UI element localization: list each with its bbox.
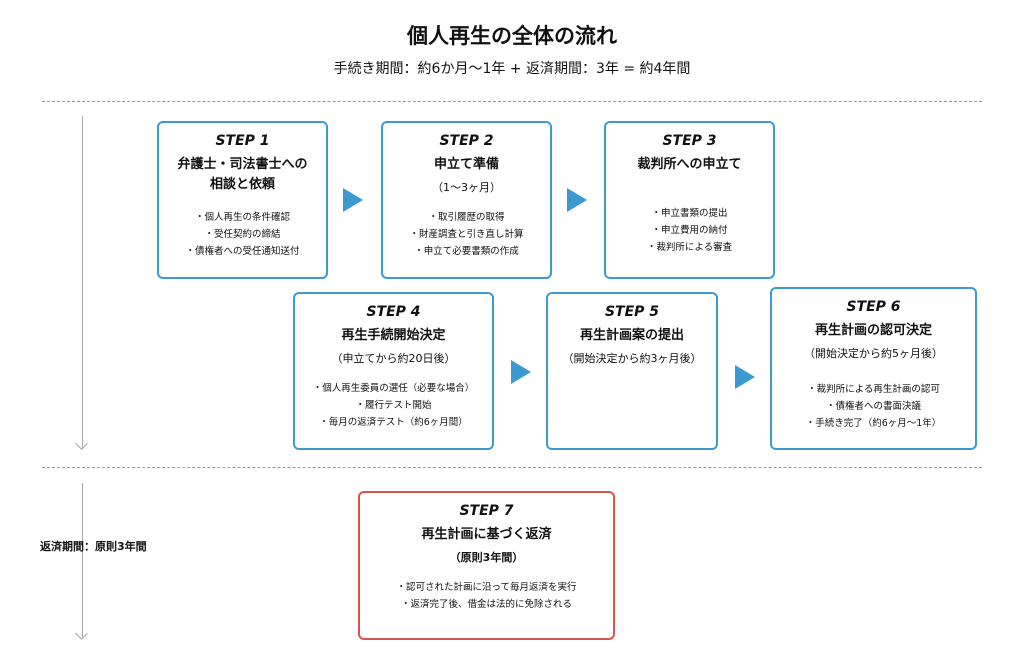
bullet-item: 個人再生の条件確認 (159, 209, 326, 226)
bullet-item: 裁判所による再生計画の認可 (772, 381, 975, 398)
step-title: 裁判所への申立て (637, 157, 742, 172)
flow-arrow-2-3 (567, 188, 587, 212)
step-title: 再生計画案の提出 (579, 328, 684, 343)
step-label: STEP 2 (439, 133, 494, 149)
bullet-item: 認可された計画に沿って毎月返済を実行 (360, 579, 613, 596)
bullet-item: 財産調査と引き直し計算 (383, 226, 550, 243)
bullet-item: 申立て必要書類の作成 (383, 243, 550, 260)
step-1-card: STEP 1 弁護士・司法書士への 相談と依頼 個人再生の条件確認 受任契約の締… (157, 121, 328, 279)
step-4-card: STEP 4 再生手続開始決定 （申立てから約20日後） 個人再生委員の選任（必… (293, 292, 494, 450)
step-5-card: STEP 5 再生計画案の提出 （開始決定から約3ヶ月後） (546, 292, 718, 450)
step-title: 申立て準備 (433, 157, 499, 172)
step-duration: （原則3年間） (449, 551, 524, 564)
timeline-line-lower (82, 483, 83, 638)
step-label: STEP 7 (459, 503, 514, 519)
step-duration: （開始決定から約3ヶ月後） (562, 352, 702, 365)
bullet-item: 履行テスト開始 (295, 397, 492, 414)
bullet-item: 取引履歴の取得 (383, 209, 550, 226)
step-3-card: STEP 3 裁判所への申立て 申立書類の提出 申立費用の納付 裁判所による審査 (604, 121, 775, 279)
step-bullets: 認可された計画に沿って毎月返済を実行 返済完了後、借金は法的に免除される (360, 579, 613, 613)
bullet-item: 申立書類の提出 (606, 205, 773, 222)
timeline-line-upper (82, 116, 83, 449)
bullet-item: 個人再生委員の選任（必要な場合） (295, 380, 492, 397)
timeline-arrow-lower (75, 627, 88, 640)
step-label: STEP 3 (662, 133, 717, 149)
bullet-item: 債権者への受任通知送付 (159, 243, 326, 260)
timeline-arrow-upper (75, 437, 88, 450)
step-bullets: 申立書類の提出 申立費用の納付 裁判所による審査 (606, 205, 773, 256)
step-6-card: STEP 6 再生計画の認可決定 （開始決定から約5ヶ月後） 裁判所による再生計… (770, 287, 977, 450)
bullet-item: 返済完了後、借金は法的に免除される (360, 596, 613, 613)
bullet-item: 手続き完了（約6ヶ月〜1年） (772, 415, 975, 432)
flow-arrow-4-5 (511, 360, 531, 384)
bullet-item: 裁判所による審査 (606, 239, 773, 256)
flow-arrow-1-2 (343, 188, 363, 212)
step-7-card: STEP 7 再生計画に基づく返済 （原則3年間） 認可された計画に沿って毎月返… (358, 491, 615, 640)
step-title: 再生計画に基づく返済 (421, 527, 552, 542)
step-duration: （開始決定から約5ヶ月後） (804, 347, 943, 360)
top-divider (42, 101, 982, 102)
step-duration: （1〜3ヶ月） (432, 181, 501, 194)
step-bullets: 個人再生の条件確認 受任契約の締結 債権者への受任通知送付 (159, 209, 326, 260)
step-title: 再生計画の認可決定 (814, 323, 932, 338)
step-title: 弁護士・司法書士への 相談と依頼 (177, 157, 308, 192)
middle-divider (42, 467, 982, 468)
step-title: 再生手続開始決定 (341, 328, 446, 343)
step-label: STEP 5 (604, 304, 660, 320)
step-duration: （申立てから約20日後） (331, 352, 456, 365)
step-bullets: 個人再生委員の選任（必要な場合） 履行テスト開始 毎月の返済テスト（約6ヶ月間） (295, 380, 492, 431)
step-label: STEP 1 (215, 133, 270, 149)
bullet-item: 毎月の返済テスト（約6ヶ月間） (295, 414, 492, 431)
step-2-card: STEP 2 申立て準備 （1〜3ヶ月） 取引履歴の取得 財産調査と引き直し計算… (381, 121, 552, 279)
page-subtitle: 手続き期間：約6か月〜1年 + 返済期間：3年 = 約4年間 (333, 61, 691, 77)
flow-arrow-5-6 (735, 365, 755, 389)
step-label: STEP 6 (846, 299, 901, 315)
page-title: 個人再生の全体の流れ (407, 24, 617, 48)
bullet-item: 債権者への書面決議 (772, 398, 975, 415)
step-label: STEP 4 (366, 304, 421, 320)
bullet-item: 受任契約の締結 (159, 226, 326, 243)
bullet-item: 申立費用の納付 (606, 222, 773, 239)
repayment-period-label: 返済期間：原則3年間 (40, 540, 147, 553)
step-bullets: 取引履歴の取得 財産調査と引き直し計算 申立て必要書類の作成 (383, 209, 550, 260)
step-bullets: 裁判所による再生計画の認可 債権者への書面決議 手続き完了（約6ヶ月〜1年） (772, 381, 975, 432)
